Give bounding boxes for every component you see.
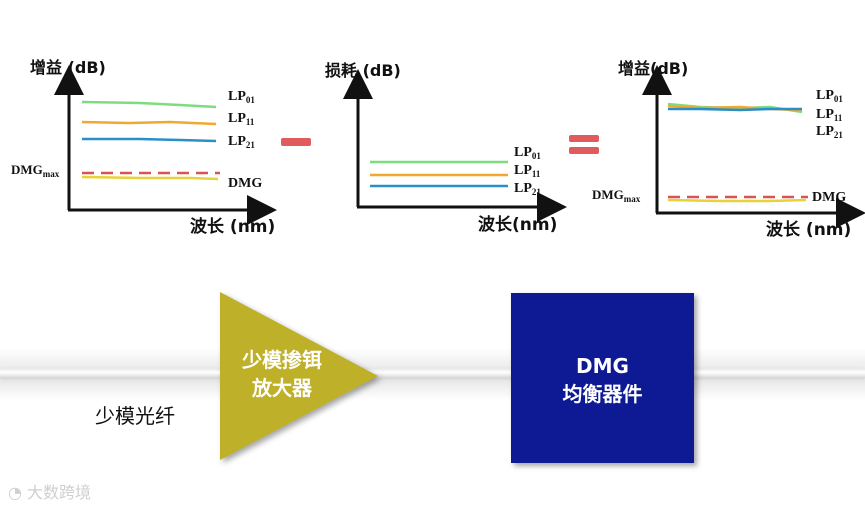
loss-lp01-label: LP01 — [514, 145, 541, 161]
loss-lp11-label: LP11 — [514, 163, 541, 179]
gain-dmgmax-label: DMGmax — [11, 162, 60, 179]
amplifier-label-line1: 少模掺铒 — [242, 348, 322, 372]
gain-lp21-curve — [82, 137, 217, 143]
amplifier-triangle — [220, 292, 378, 460]
equalizer-label-line1: DMG — [576, 354, 629, 378]
result-panel — [642, 65, 865, 228]
amplifier-label: 少模掺铒 放大器 — [222, 346, 342, 402]
result-lp21-label: LP21 — [816, 124, 843, 140]
fiber-label: 少模光纤 — [95, 404, 175, 428]
amplifier-label-line2: 放大器 — [252, 376, 312, 400]
watermark: ◔ 大数跨境 — [8, 483, 92, 502]
result-y-title: 增益(dB) — [618, 59, 689, 78]
gain-dmg-curve — [81, 175, 219, 181]
gain-lp01-curve — [81, 100, 217, 109]
result-dmg-label: DMG — [812, 190, 847, 205]
dmg-equalizer-box — [511, 293, 694, 463]
result-lp21-curve — [668, 107, 802, 112]
gain-panel — [54, 65, 277, 225]
watermark-logo-icon: ◔ — [8, 483, 28, 502]
gain-lp11-curve — [81, 120, 217, 126]
result-dmg-curve — [667, 198, 807, 203]
equalizer-label-line2: 均衡器件 — [562, 382, 643, 406]
gain-x-title: 波长 (nm) — [190, 217, 276, 237]
result-lp11-label: LP11 — [816, 107, 843, 123]
equals-sign — [569, 135, 599, 154]
loss-x-title: 波长(nm) — [478, 215, 558, 235]
gain-y-title: 增益 (dB) — [30, 58, 106, 77]
minus-sign — [281, 138, 311, 146]
few-mode-fiber — [0, 368, 865, 378]
result-dmgmax-label: DMGmax — [592, 187, 641, 204]
gain-dmg-label: DMG — [228, 176, 263, 191]
gain-lp21-label: LP21 — [228, 134, 255, 150]
loss-lp21-label: LP21 — [514, 181, 541, 197]
equalizer-label: DMG 均衡器件 — [511, 352, 694, 408]
result-x-title: 波长 (nm) — [766, 220, 852, 240]
result-lp01-label: LP01 — [816, 88, 843, 104]
gain-lp01-label: LP01 — [228, 89, 255, 105]
loss-y-title: 损耗 (dB) — [325, 61, 401, 80]
gain-lp11-label: LP11 — [228, 111, 255, 127]
loss-panel — [343, 69, 567, 222]
